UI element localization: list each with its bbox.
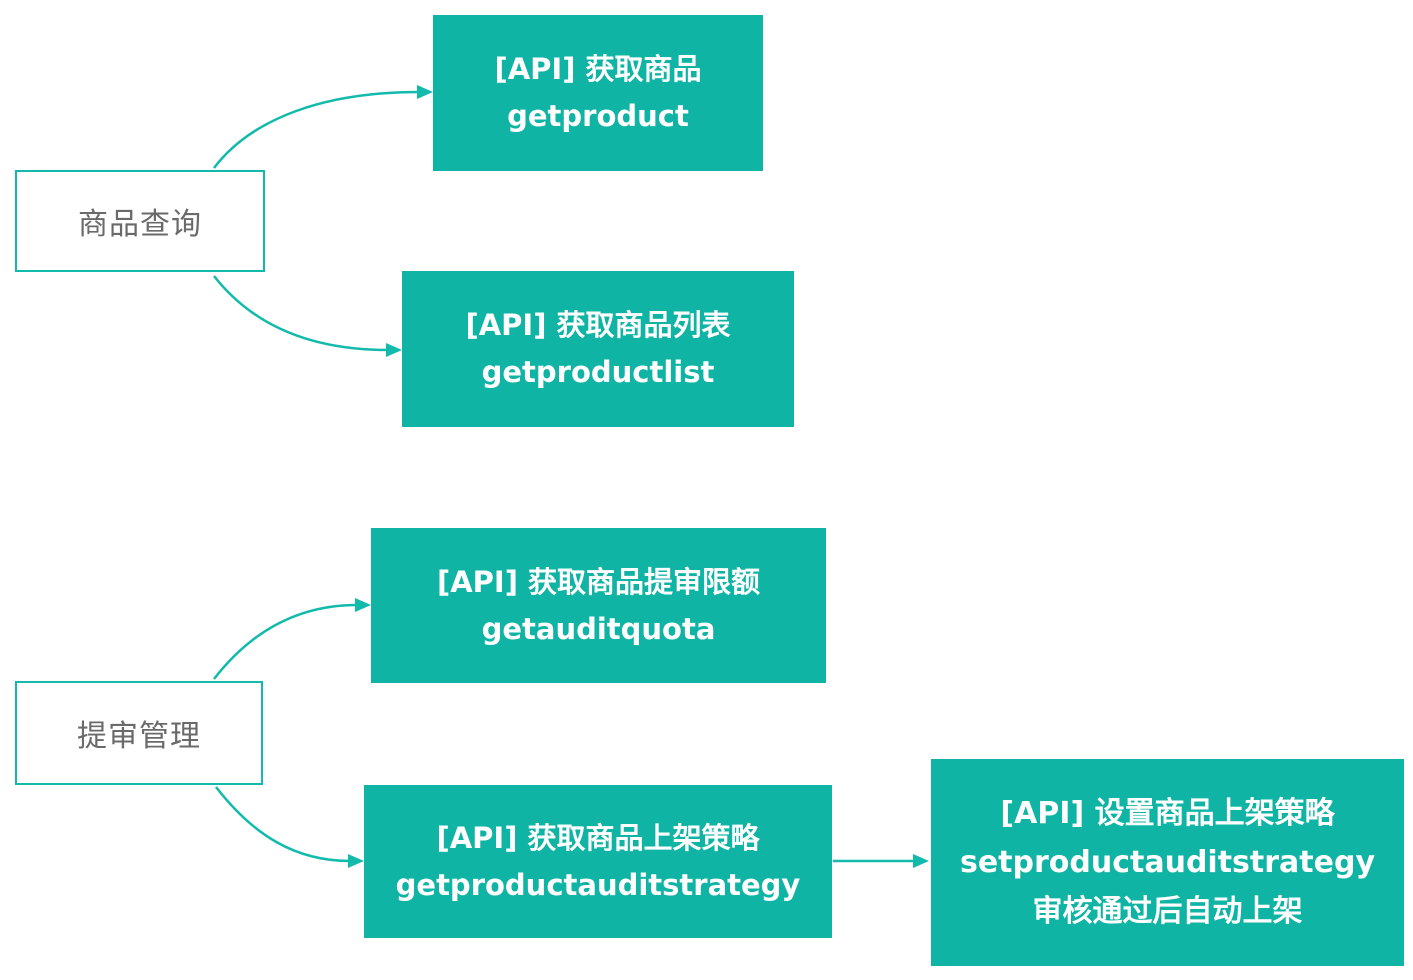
api-method-name: getproductauditstrategy — [395, 867, 801, 902]
api-method-name: getproductlist — [481, 355, 715, 389]
node-product-query: 商品查询 — [15, 170, 265, 272]
api-method-name: getauditquota — [481, 611, 716, 646]
api-method-name: setproductauditstrategy — [959, 845, 1376, 880]
node-api-getproductlist: [API] 获取商品列表 getproductlist — [402, 271, 794, 427]
edge-product-query-to-getproductlist — [213, 275, 402, 357]
node-audit-management: 提审管理 — [15, 681, 263, 785]
edge-product-query-to-getproduct — [213, 85, 433, 169]
edge-audit-management-to-getauditquota — [213, 598, 371, 680]
api-note: 审核通过后自动上架 — [1032, 894, 1303, 929]
node-api-getauditquota: [API] 获取商品提审限额 getauditquota — [371, 528, 826, 683]
node-api-getproduct: [API] 获取商品 getproduct — [433, 15, 763, 171]
edge-audit-management-to-getproductauditstrategy — [215, 786, 364, 868]
node-api-setproductauditstrategy: [API] 设置商品上架策略 setproductauditstrategy 审… — [931, 759, 1404, 966]
node-product-query-label: 商品查询 — [78, 207, 202, 242]
api-title: [API] 获取商品 — [494, 52, 702, 86]
api-title: [API] 设置商品上架策略 — [1000, 796, 1335, 831]
api-title: [API] 获取商品列表 — [465, 308, 731, 342]
node-audit-management-label: 提审管理 — [77, 719, 201, 754]
api-method-name: getproduct — [507, 99, 689, 133]
api-title: [API] 获取商品上架策略 — [436, 820, 760, 855]
node-api-getproductauditstrategy: [API] 获取商品上架策略 getproductauditstrategy — [364, 785, 832, 938]
api-title: [API] 获取商品提审限额 — [436, 564, 761, 599]
